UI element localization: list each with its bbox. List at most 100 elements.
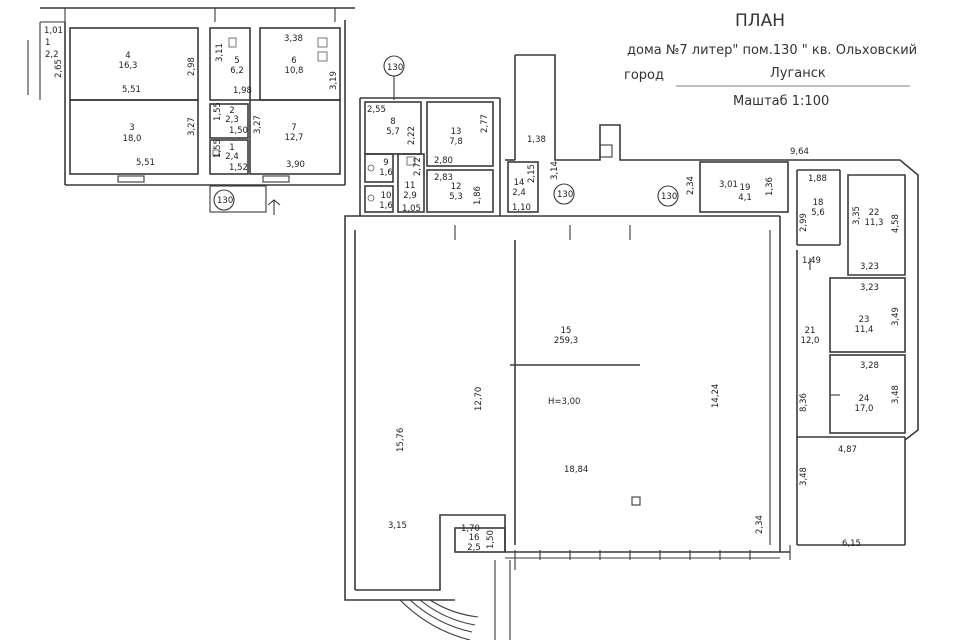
- svg-text:1,88: 1,88: [808, 174, 827, 184]
- svg-text:259,3: 259,3: [554, 336, 578, 346]
- svg-text:1,38: 1,38: [527, 135, 546, 145]
- room-11: 112,9: [403, 181, 417, 201]
- svg-text:16,3: 16,3: [119, 61, 138, 71]
- city-value: Луганск: [770, 66, 826, 81]
- svg-text:3,11: 3,11: [215, 43, 225, 62]
- svg-text:1,86: 1,86: [473, 186, 483, 205]
- svg-text:3,38: 3,38: [284, 34, 303, 44]
- svg-text:7: 7: [291, 123, 296, 133]
- left-wing: [27, 7, 355, 215]
- room-7: 712,7: [285, 123, 304, 143]
- svg-text:12: 12: [451, 182, 462, 192]
- room-13: 137,8: [449, 127, 463, 147]
- svg-text:5,3: 5,3: [449, 192, 463, 202]
- svg-text:5,6: 5,6: [811, 208, 825, 218]
- svg-text:1,6: 1,6: [379, 168, 393, 178]
- svg-text:3,48: 3,48: [799, 467, 809, 486]
- svg-text:18: 18: [813, 198, 824, 208]
- svg-text:3,19: 3,19: [329, 71, 339, 90]
- svg-text:1,52: 1,52: [229, 163, 248, 173]
- unit-marker-4: 130: [657, 185, 679, 207]
- svg-text:1,05: 1,05: [402, 204, 421, 214]
- svg-text:2,65: 2,65: [54, 59, 64, 78]
- unit-marker-1: 130: [383, 55, 405, 100]
- room-18: 185,6: [811, 198, 825, 218]
- svg-text:5,51: 5,51: [136, 158, 155, 168]
- svg-text:2,34: 2,34: [686, 176, 696, 195]
- svg-text:14: 14: [514, 178, 525, 188]
- svg-text:3: 3: [129, 123, 134, 133]
- svg-text:3,23: 3,23: [860, 283, 879, 293]
- svg-text:3,23: 3,23: [860, 262, 879, 272]
- svg-text:2,5: 2,5: [467, 543, 481, 553]
- svg-text:3,28: 3,28: [860, 361, 879, 371]
- svg-text:4: 4: [125, 51, 130, 61]
- svg-text:1: 1: [229, 143, 234, 153]
- svg-text:130: 130: [387, 63, 403, 73]
- svg-text:6: 6: [291, 56, 296, 66]
- svg-text:12,0: 12,0: [801, 336, 820, 346]
- svg-text:3,90: 3,90: [286, 160, 305, 170]
- svg-text:130: 130: [661, 192, 677, 202]
- svg-text:1,50: 1,50: [229, 126, 248, 136]
- svg-text:1,55: 1,55: [213, 139, 223, 158]
- room-10: 101,6: [379, 191, 393, 211]
- middle-block: [359, 54, 789, 217]
- svg-text:17,0: 17,0: [855, 404, 874, 414]
- svg-text:5,51: 5,51: [122, 85, 141, 95]
- svg-text:4,58: 4,58: [891, 214, 901, 233]
- svg-text:2,4: 2,4: [225, 152, 239, 162]
- svg-text:1,70: 1,70: [461, 524, 480, 534]
- svg-text:130: 130: [557, 190, 573, 200]
- svg-text:9: 9: [383, 158, 388, 168]
- svg-text:2,77: 2,77: [480, 114, 490, 133]
- svg-text:2,34: 2,34: [755, 515, 765, 534]
- svg-text:13: 13: [451, 127, 462, 137]
- svg-text:1,49: 1,49: [802, 256, 821, 266]
- svg-text:7,8: 7,8: [449, 137, 463, 147]
- svg-text:1,98: 1,98: [233, 86, 252, 96]
- svg-text:2,3: 2,3: [225, 115, 239, 125]
- svg-text:3,14: 3,14: [550, 161, 560, 180]
- svg-text:1,50: 1,50: [486, 530, 496, 549]
- room-19: 194,1: [738, 183, 752, 203]
- svg-text:10,8: 10,8: [285, 66, 304, 76]
- svg-text:8,36: 8,36: [799, 393, 809, 412]
- room-3: 318,0: [123, 123, 142, 144]
- svg-text:2,9: 2,9: [403, 191, 417, 201]
- svg-text:5,7: 5,7: [386, 127, 400, 137]
- svg-text:1,36: 1,36: [765, 177, 775, 196]
- svg-text:2,4: 2,4: [512, 188, 526, 198]
- plan-heading: ПЛАН: [735, 11, 785, 31]
- svg-text:3,35: 3,35: [852, 206, 862, 225]
- svg-text:2,2: 2,2: [45, 50, 59, 60]
- svg-text:12,70: 12,70: [474, 387, 484, 411]
- svg-text:3,01: 3,01: [719, 180, 738, 190]
- main-hall: [344, 215, 790, 640]
- svg-text:1,10: 1,10: [512, 203, 531, 213]
- svg-text:18,84: 18,84: [564, 465, 588, 475]
- room-9: 91,6: [379, 158, 393, 178]
- svg-text:1,01: 1,01: [44, 26, 63, 36]
- svg-text:16: 16: [469, 533, 480, 543]
- svg-text:22: 22: [869, 208, 880, 218]
- plan-address: дома №7 литер" пом.130 " кв. Ольховский: [627, 43, 917, 58]
- svg-text:2,98: 2,98: [187, 57, 197, 76]
- svg-text:11: 11: [405, 181, 416, 191]
- room-14: 142,4: [512, 178, 526, 198]
- plan-scale: Маштаб 1:100: [733, 94, 829, 109]
- svg-text:2: 2: [229, 106, 234, 116]
- right-wing: [700, 159, 919, 560]
- svg-text:6,15: 6,15: [842, 539, 861, 549]
- city-label: город: [624, 68, 664, 83]
- dimension-labels: 1,01 1 2,2 2,65 5,51 2,98 3,27 5,51 3,11…: [44, 26, 901, 549]
- svg-text:2,83: 2,83: [434, 173, 453, 183]
- svg-text:8: 8: [390, 117, 395, 127]
- room-2: 22,3: [225, 106, 239, 125]
- svg-text:21: 21: [805, 326, 816, 336]
